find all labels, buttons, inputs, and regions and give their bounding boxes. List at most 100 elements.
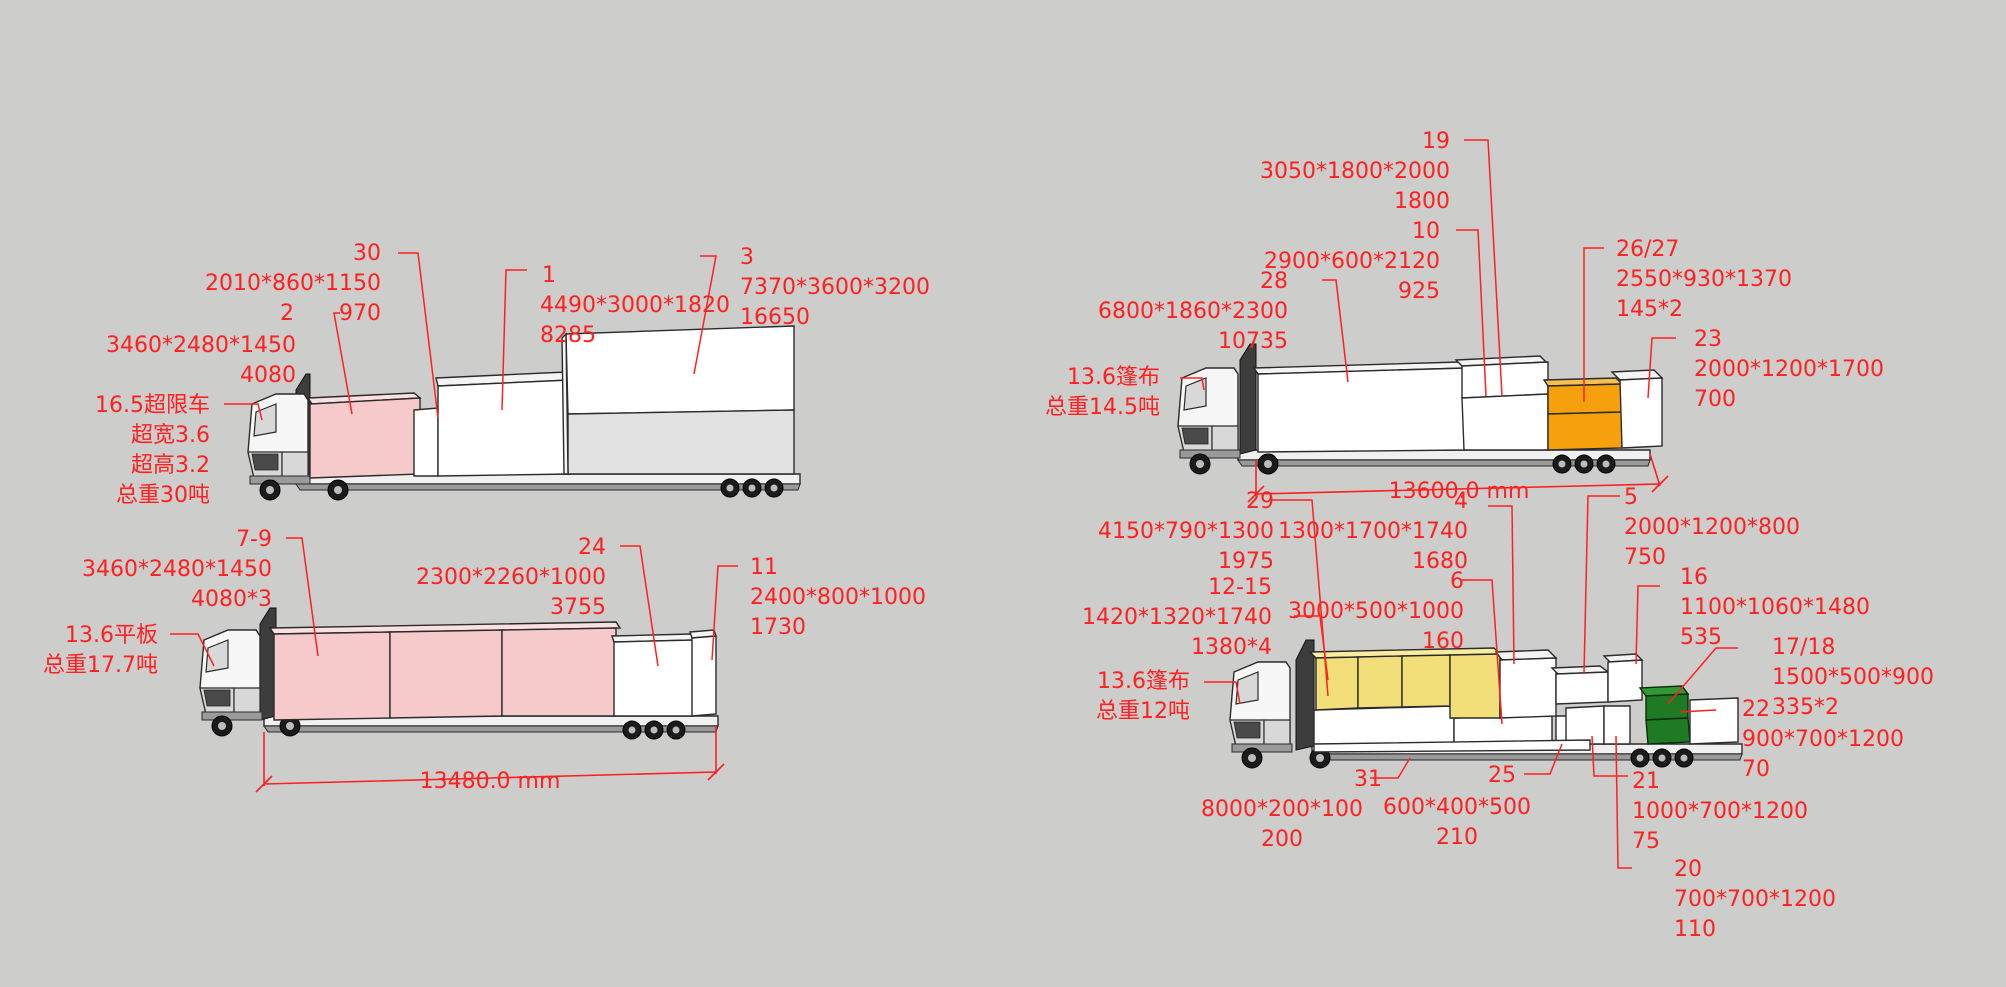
label-6-dims: 3000*500*1000 bbox=[1288, 599, 1464, 624]
label-31-id: 31 bbox=[1354, 767, 1382, 792]
cargo-1 bbox=[437, 379, 571, 477]
cargo-15 bbox=[1449, 653, 1501, 719]
truck-2-length: 13480.0 mm bbox=[420, 769, 561, 794]
label-5-weight: 750 bbox=[1624, 545, 1666, 570]
label-10-id: 10 bbox=[1412, 219, 1440, 244]
label-24-dims: 2300*2260*1000 bbox=[416, 565, 606, 590]
label-12-15-weight: 1380*4 bbox=[1191, 635, 1272, 660]
label-19-dims: 3050*1800*2000 bbox=[1260, 159, 1450, 184]
label-23-dims: 2000*1200*1700 bbox=[1694, 357, 1884, 382]
label-26-27-dims: 2550*930*1370 bbox=[1616, 267, 1792, 292]
label-1-weight: 970 bbox=[339, 301, 381, 326]
label-23-weight: 700 bbox=[1694, 387, 1736, 412]
labels: 30 2010*860*1150 970 2 3460*2480*1450 40… bbox=[43, 129, 1934, 942]
cab-3-id: 13.6篷布 bbox=[1067, 365, 1160, 390]
label-5-dims: 2000*1200*800 bbox=[1624, 515, 1800, 540]
label-24-id: 24 bbox=[578, 535, 606, 560]
truck-3-length: 13600.0 mm bbox=[1389, 479, 1530, 504]
label-25-dims: 600*400*500 bbox=[1383, 795, 1531, 820]
label-1-id: 30 bbox=[353, 241, 381, 266]
cargo-2 bbox=[309, 397, 421, 479]
label-1-dims: 2010*860*1150 bbox=[205, 271, 381, 296]
cargo-31 bbox=[1313, 739, 1591, 753]
label-17-18-weight: 335*2 bbox=[1772, 695, 1839, 720]
cab-3-weight: 总重14.5吨 bbox=[1045, 395, 1160, 420]
cab-1-id: 16.5超限车 bbox=[95, 393, 210, 418]
label-3-dims: 4490*3000*1820 bbox=[540, 293, 730, 318]
cargo-17 bbox=[1645, 693, 1689, 721]
cargo-7 bbox=[273, 631, 391, 721]
label-3-weight: 8285 bbox=[540, 323, 596, 348]
truck-4 bbox=[1229, 639, 1743, 769]
label-2-dims: 3460*2480*1450 bbox=[106, 333, 296, 358]
cargo-29 bbox=[1313, 705, 1455, 747]
cargo-5 bbox=[1555, 671, 1609, 705]
label-17-18-dims: 1500*500*900 bbox=[1772, 665, 1934, 690]
label-11-weight: 1730 bbox=[750, 615, 806, 640]
truck-1 bbox=[247, 325, 801, 501]
label-26-27-id: 26/27 bbox=[1616, 237, 1679, 262]
label-25-id: 25 bbox=[1488, 763, 1516, 788]
length-dimension-line bbox=[263, 771, 717, 785]
label-17-18-id: 17/18 bbox=[1772, 635, 1835, 660]
label-10-weight: 925 bbox=[1398, 279, 1440, 304]
label-20-dims: 700*700*1200 bbox=[1674, 887, 1836, 912]
cargo-22 bbox=[1689, 697, 1739, 745]
cargo-24 bbox=[613, 639, 695, 717]
label-19-weight: 1800 bbox=[1394, 189, 1450, 214]
label-20-weight: 110 bbox=[1674, 917, 1716, 942]
cab-fairing bbox=[1239, 343, 1257, 455]
cab-1-weight: 总重30吨 bbox=[116, 483, 210, 508]
cargo-21 bbox=[1565, 705, 1605, 745]
label-12-15-id: 12-15 bbox=[1208, 575, 1272, 600]
cab-1-high: 超高3.2 bbox=[131, 453, 210, 478]
cargo-8 bbox=[389, 629, 503, 719]
cargo-27 bbox=[1547, 411, 1623, 451]
label-4-weight: 16650 bbox=[740, 305, 810, 330]
truck-3 bbox=[1177, 343, 1669, 503]
cab-fairing bbox=[1295, 639, 1315, 751]
cargo-9 bbox=[501, 627, 617, 717]
cargo-14 bbox=[1401, 654, 1451, 708]
label-16-id: 16 bbox=[1680, 565, 1708, 590]
label-12-15-dims: 1420*1320*1740 bbox=[1082, 605, 1272, 630]
label-6-weight: 160 bbox=[1422, 629, 1464, 654]
label-4-dims: 7370*3600*3200 bbox=[740, 275, 930, 300]
cab-1-wide: 超宽3.6 bbox=[131, 423, 210, 448]
label-6-id: 6 bbox=[1450, 569, 1464, 594]
cargo-23 bbox=[1619, 377, 1663, 449]
label-31-weight: 200 bbox=[1261, 827, 1303, 852]
cargo-13 bbox=[1357, 655, 1403, 709]
cargo-16 bbox=[1607, 659, 1643, 703]
label-24-weight: 3755 bbox=[550, 595, 606, 620]
label-22-dims: 900*700*1200 bbox=[1742, 727, 1904, 752]
cab-4-id: 13.6篷布 bbox=[1097, 669, 1190, 694]
label-28-dims: 6800*1860*2300 bbox=[1098, 299, 1288, 324]
label-10-dims: 2900*600*2120 bbox=[1264, 249, 1440, 274]
label-29-id: 29 bbox=[1246, 489, 1274, 514]
label-2-id: 2 bbox=[280, 301, 294, 326]
label-29-dims: 4150*790*1300 bbox=[1098, 519, 1274, 544]
label-20-id: 20 bbox=[1674, 857, 1702, 882]
label-2-weight: 4080 bbox=[240, 363, 296, 388]
label-7-9-id: 7-9 bbox=[236, 527, 272, 552]
label-16-dims: 1100*1060*1480 bbox=[1680, 595, 1870, 620]
cab-2-weight: 总重17.7吨 bbox=[43, 653, 158, 678]
label-21-dims: 1000*700*1200 bbox=[1632, 799, 1808, 824]
label-11-dims: 2400*800*1000 bbox=[750, 585, 926, 610]
length-dimension-line bbox=[1255, 483, 1661, 495]
cargo-30 bbox=[413, 407, 439, 477]
cargo-4 bbox=[1499, 657, 1557, 719]
label-21-weight: 75 bbox=[1632, 829, 1660, 854]
label-25-weight: 210 bbox=[1436, 825, 1478, 850]
label-3-id: 1 bbox=[542, 263, 556, 288]
cargo-28 bbox=[1257, 367, 1467, 453]
cab-4-weight: 总重12吨 bbox=[1096, 699, 1190, 724]
label-19-id: 19 bbox=[1422, 129, 1450, 154]
label-5-id: 5 bbox=[1624, 485, 1638, 510]
label-23-id: 23 bbox=[1694, 327, 1722, 352]
label-21-id: 21 bbox=[1632, 769, 1660, 794]
label-4-id: 3 bbox=[740, 245, 754, 270]
leader-lines bbox=[170, 139, 1738, 869]
